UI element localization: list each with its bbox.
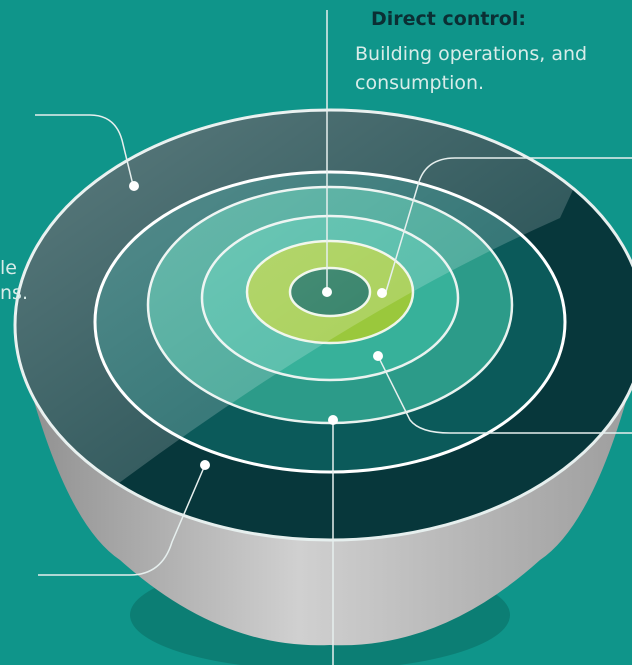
dot-outer [129, 181, 139, 191]
direct-control-body: Building operations, and consumption. [355, 43, 588, 94]
dot-ring-2 [200, 460, 210, 470]
left-clipped-text-line-1: le [0, 257, 17, 279]
dot-ring-3 [328, 415, 338, 425]
left-clipped-text-line-2: ns. [0, 282, 28, 304]
gloss-highlight [15, 110, 610, 540]
dot-ring-5 [377, 288, 387, 298]
direct-control-title: Direct control: [371, 8, 526, 30]
dot-ring-4 [373, 351, 383, 361]
leader-upper-right [384, 157, 632, 296]
dot-core [322, 287, 332, 297]
leader-lower-right [377, 355, 632, 434]
leader-lower-left [38, 464, 206, 576]
leader-upper-left [35, 114, 134, 186]
